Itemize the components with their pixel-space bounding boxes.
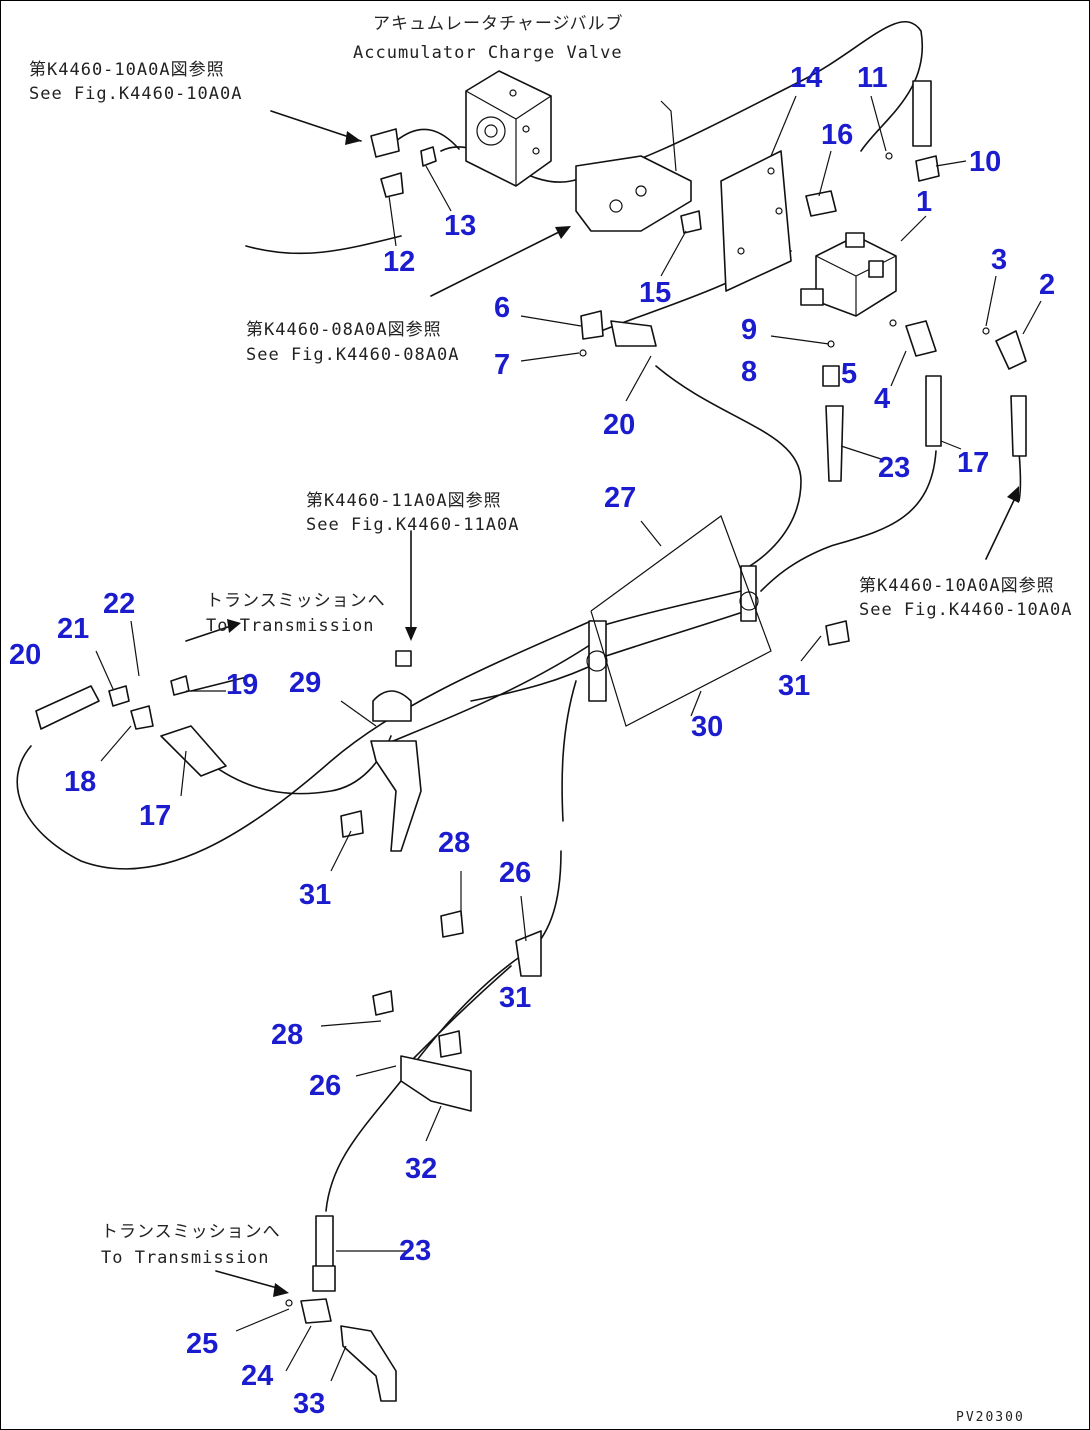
- leader-lines: [95, 95, 1042, 1382]
- callout-22: 22: [103, 588, 135, 620]
- callout-25: 25: [186, 1328, 218, 1360]
- callout-29: 29: [289, 667, 321, 699]
- callout-7: 7: [494, 349, 510, 381]
- ref-right-jp: 第K4460-10A0A図参照: [859, 576, 1055, 596]
- trans-top-jp: トランスミッションへ: [206, 591, 386, 611]
- callout-26-lower: 26: [309, 1070, 341, 1102]
- callout-33: 33: [293, 1388, 325, 1420]
- left-fittings: [35, 650, 422, 852]
- ref-top-left-jp: 第K4460-10A0A図参照: [29, 60, 225, 80]
- callout-3: 3: [991, 244, 1007, 276]
- callout-11: 11: [857, 62, 888, 94]
- callout-24: 24: [241, 1360, 273, 1392]
- callout-30: 30: [691, 711, 723, 743]
- accumulator-label-en: Accumulator Charge Valve: [353, 43, 623, 63]
- callout-31-right: 31: [778, 670, 810, 702]
- ref-mid-en: See Fig.K4460-08A0A: [246, 345, 459, 365]
- part-callouts: 1 2 3 4 5 6 7 8 9 10 11 12 13 14 15 16 1…: [9, 62, 1055, 1420]
- bottom-fittings: [285, 1215, 397, 1402]
- callout-4: 4: [874, 383, 890, 415]
- callout-5: 5: [841, 358, 857, 390]
- ref-right-en: See Fig.K4460-10A0A: [859, 600, 1072, 620]
- callout-32: 32: [405, 1153, 437, 1185]
- ref-center-jp: 第K4460-11A0A図参照: [306, 491, 502, 511]
- callout-18: 18: [64, 766, 96, 798]
- valve-block-1: [800, 232, 897, 317]
- callout-1: 1: [916, 186, 932, 218]
- callout-12: 12: [383, 246, 415, 278]
- trans-bottom-en: To Transmission: [101, 1248, 270, 1268]
- callout-17-left: 17: [139, 800, 171, 832]
- callout-28-upper: 28: [438, 827, 470, 859]
- callout-20-top: 20: [603, 409, 635, 441]
- callout-23-top: 23: [878, 452, 910, 484]
- accumulator-charge-valve: [465, 70, 552, 187]
- callout-13: 13: [444, 210, 476, 242]
- callout-27: 27: [604, 482, 636, 514]
- lower-clamps: [372, 910, 542, 1112]
- callout-10: 10: [969, 146, 1001, 178]
- callout-15: 15: [639, 277, 671, 309]
- ref-mid-jp: 第K4460-08A0A図参照: [246, 320, 442, 340]
- callout-2: 2: [1039, 269, 1055, 301]
- callout-31-lower: 31: [499, 982, 531, 1014]
- clamps-middle: [586, 515, 850, 727]
- callout-14: 14: [790, 62, 822, 94]
- fittings: [370, 80, 1027, 482]
- callout-31-left: 31: [299, 879, 331, 911]
- trans-bottom-jp: トランスミッションへ: [101, 1222, 281, 1242]
- callout-21: 21: [57, 613, 89, 645]
- callout-20-left: 20: [9, 639, 41, 671]
- ref-top-left-en: See Fig.K4460-10A0A: [29, 84, 242, 104]
- annotations: アキュムレータチャージバルブ Accumulator Charge Valve …: [29, 13, 1072, 1425]
- callout-19: 19: [226, 669, 258, 701]
- arrows: [185, 110, 1019, 1297]
- pipe-lines: [16, 20, 1022, 1212]
- plate-14: [720, 150, 792, 292]
- ref-center-en: See Fig.K4460-11A0A: [306, 515, 519, 535]
- accumulator-label-jp: アキュムレータチャージバルブ: [373, 13, 623, 34]
- callout-16: 16: [821, 119, 853, 151]
- callout-9: 9: [741, 314, 757, 346]
- callout-28-lower: 28: [271, 1019, 303, 1051]
- callout-23-bottom: 23: [399, 1235, 431, 1267]
- callout-8: 8: [741, 356, 757, 388]
- trans-top-en: To Transmission: [206, 616, 375, 636]
- callout-26-upper: 26: [499, 857, 531, 889]
- callout-17-right: 17: [957, 447, 989, 479]
- figure-code: PV20300: [956, 1410, 1025, 1425]
- bracket: [575, 100, 692, 232]
- callout-6: 6: [494, 292, 510, 324]
